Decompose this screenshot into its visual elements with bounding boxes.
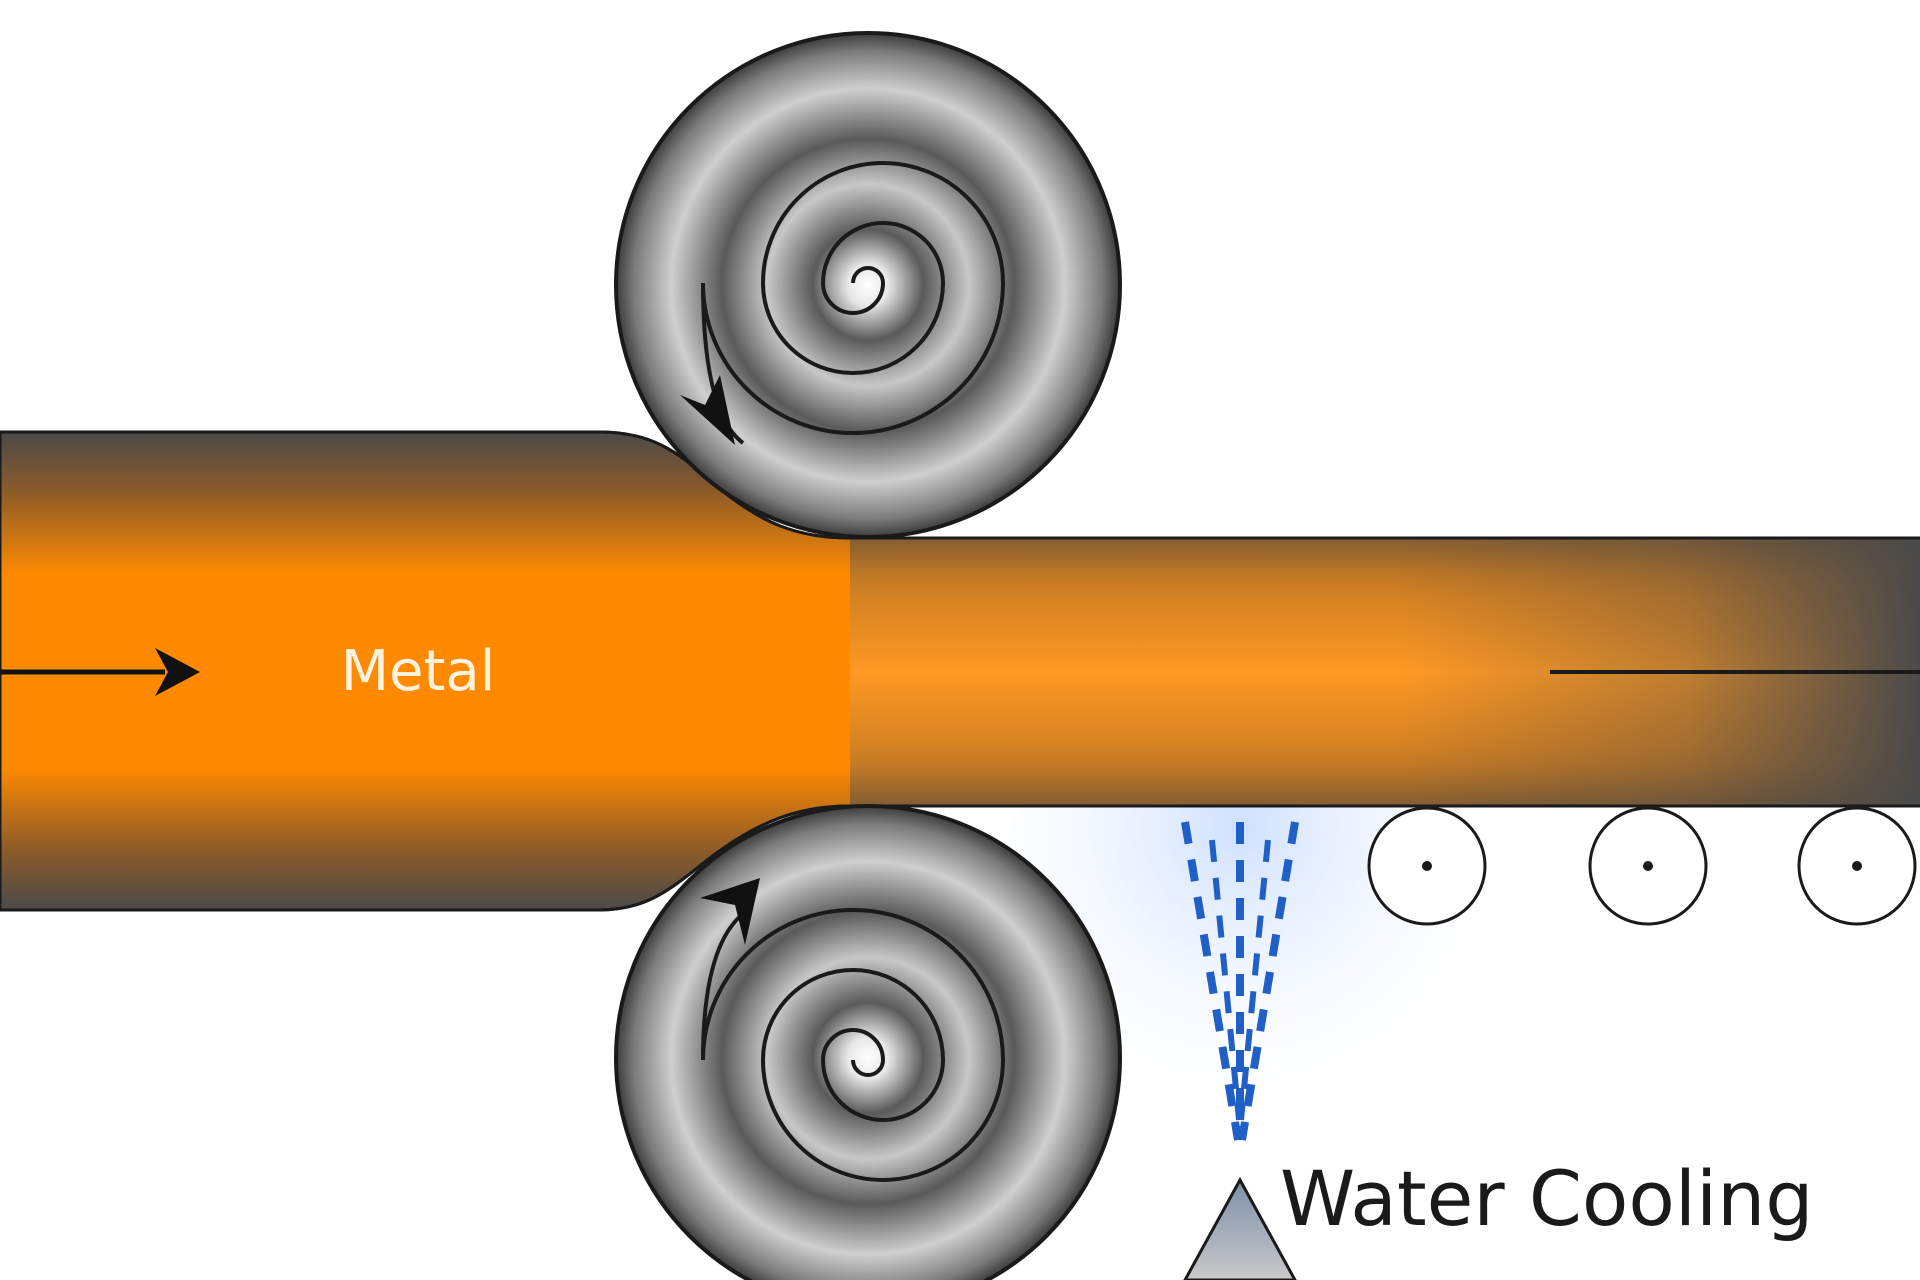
bottom-roll <box>614 804 1122 1280</box>
support-rollers <box>1367 806 1917 926</box>
water-cooling-label: Water Cooling <box>1280 1154 1814 1243</box>
support-roller <box>1588 806 1708 926</box>
nozzle-icon <box>1183 1176 1297 1280</box>
top-roll-spiral <box>701 161 1006 445</box>
rotation-arrow-icon <box>700 878 760 945</box>
arrow-right-icon <box>0 648 200 696</box>
top-roll <box>614 31 1122 539</box>
bottom-roll-spiral <box>701 908 1006 1182</box>
support-roller <box>1797 806 1917 926</box>
rotation-arrow-icon <box>680 375 735 445</box>
metal-label: Metal <box>341 639 496 704</box>
support-roller <box>1367 806 1487 926</box>
water-spray <box>1181 821 1299 1141</box>
